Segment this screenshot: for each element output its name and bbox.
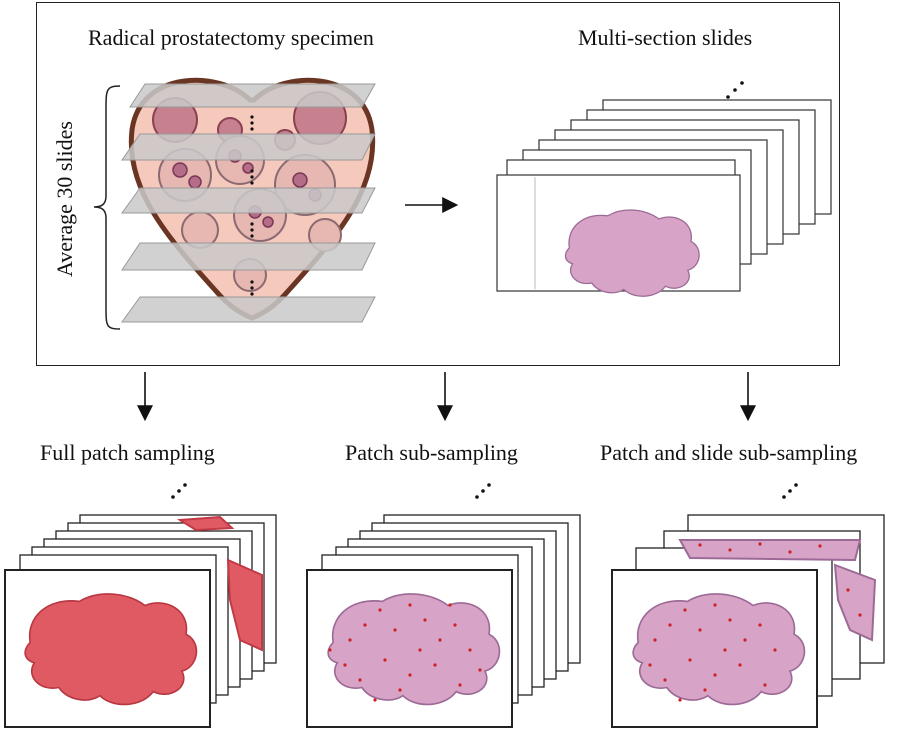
- specimen-panel: [36, 2, 840, 366]
- method-label-patch: Patch sub-sampling: [345, 440, 518, 465]
- specimen-title: Radical prostatectomy specimen: [88, 25, 374, 50]
- average-slides-label: Average 30 slides: [52, 121, 77, 277]
- method-label-full: Full patch sampling: [40, 440, 215, 465]
- slide-count-brace: [93, 85, 121, 330]
- patch-and-slide-sub-sampling-stack: [611, 483, 885, 728]
- method-label-patch-slide: Patch and slide sub-sampling: [600, 440, 858, 465]
- multi-section-slide-stack: [496, 81, 832, 297]
- down-arrows: [137, 372, 756, 422]
- full-patch-sampling-stack: [4, 483, 277, 728]
- slides-title: Multi-section slides: [578, 25, 753, 50]
- patch-sub-sampling-stack: [306, 483, 581, 728]
- prostate-specimen-illustration: [121, 77, 376, 323]
